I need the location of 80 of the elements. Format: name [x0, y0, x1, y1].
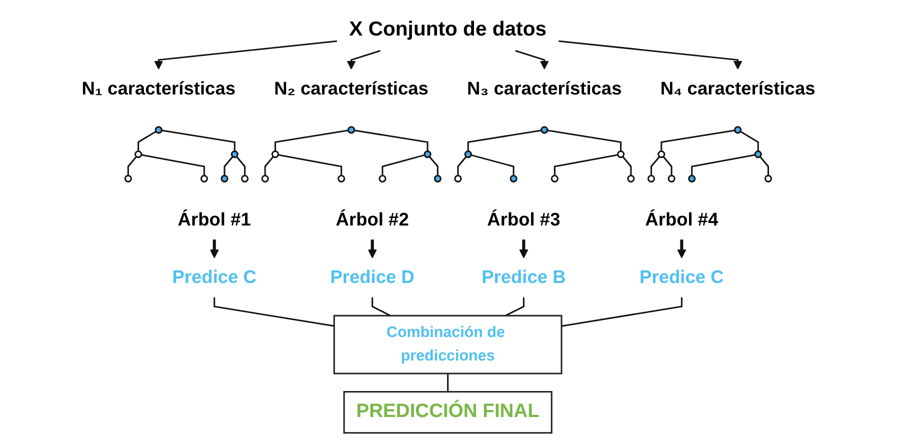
node-text: N₁ características [82, 78, 236, 98]
node-text: N₄ características [660, 78, 816, 98]
node-circle [454, 174, 462, 182]
arrow [519, 240, 528, 258]
connector [372, 297, 391, 316]
node-circle [668, 174, 676, 182]
node-text: Predice C [640, 266, 724, 288]
arrow [515, 50, 549, 70]
arrow [210, 240, 219, 258]
node-text: Predice D [330, 266, 414, 288]
node-text: Árbol #4 [645, 209, 718, 230]
node-circle [271, 150, 280, 158]
connector [264, 156, 274, 176]
connector [224, 156, 234, 176]
node-circle [241, 174, 249, 182]
arrow [677, 240, 686, 258]
node-circle [464, 150, 472, 158]
connector [650, 156, 660, 176]
node-circle [424, 150, 432, 158]
node-circle [764, 174, 772, 182]
arrow [368, 240, 377, 258]
connector [547, 130, 622, 152]
node-circle [510, 174, 518, 182]
connector [278, 154, 342, 176]
connector [740, 130, 759, 152]
connector [141, 154, 205, 176]
node-circle [124, 174, 132, 182]
node-circle [617, 150, 625, 158]
connector [662, 156, 672, 176]
connector [447, 374, 449, 392]
node-circle [434, 174, 442, 182]
connector [274, 130, 348, 152]
node-circle [540, 126, 548, 134]
node-text: Árbol #3 [487, 209, 560, 230]
node-circle [378, 174, 386, 182]
connector [214, 297, 334, 327]
node-circle [688, 174, 696, 182]
node-text: Árbol #2 [336, 209, 409, 230]
connector [691, 154, 756, 176]
node-circle [627, 174, 635, 182]
connector [236, 156, 246, 176]
node-box: PREDICCIÓN FINAL [343, 391, 552, 434]
node-box: Combinación de predicciones [333, 314, 562, 374]
node-circle [647, 174, 656, 182]
connector [457, 156, 467, 176]
connector [467, 130, 542, 152]
node-text: Predice B [482, 266, 566, 288]
node-text: Árbol #1 [178, 209, 251, 230]
arrow [558, 40, 742, 70]
connector [354, 130, 428, 152]
arrow [346, 50, 380, 70]
node-text: X Conjunto de datos [349, 18, 547, 41]
connector [470, 154, 514, 176]
node-circle [347, 126, 356, 134]
connector [561, 297, 682, 327]
node-circle [154, 126, 162, 134]
connector [505, 297, 524, 316]
node-circle [734, 126, 742, 134]
node-text: Predice C [172, 266, 256, 288]
connector [660, 130, 735, 152]
node-circle [658, 150, 666, 158]
connector [622, 156, 632, 176]
connector [138, 130, 156, 152]
node-circle [261, 174, 269, 182]
node-circle [220, 174, 228, 182]
node-text: N₂ características [274, 78, 428, 98]
node-circle [550, 174, 558, 182]
connector [428, 156, 438, 176]
connector [127, 156, 137, 176]
node-text: N₃ características [467, 78, 622, 98]
connector [382, 154, 425, 176]
node-circle [134, 150, 142, 158]
node-circle [338, 174, 346, 182]
connector [759, 156, 769, 176]
node-circle [754, 150, 762, 158]
arrow [154, 40, 338, 70]
connector [554, 154, 618, 176]
connector [162, 130, 236, 152]
node-circle [200, 174, 208, 182]
node-circle [230, 150, 238, 158]
